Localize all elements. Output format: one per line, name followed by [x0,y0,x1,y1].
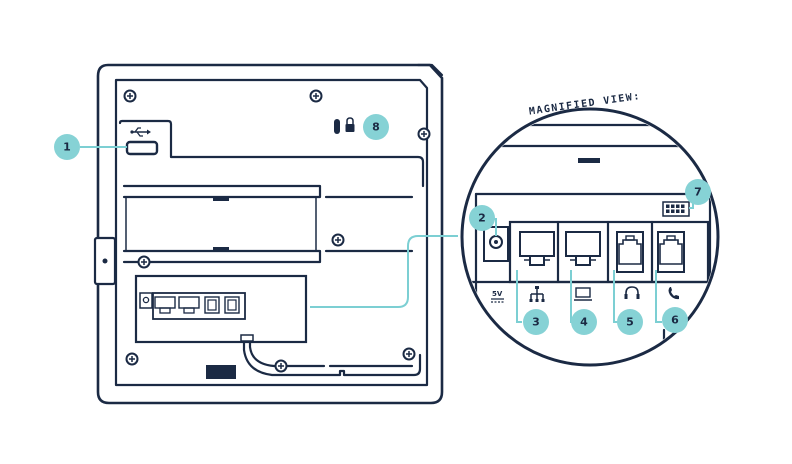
screw-icon [417,127,431,141]
callout-8: 8 [363,114,389,140]
handset-port [657,231,685,273]
mini-network-port [154,296,176,314]
callout-1: 1 [54,134,80,160]
power-port [483,226,509,262]
rear-port-panel [134,274,308,344]
mini-headset-port [204,296,220,314]
phone-body [96,63,444,405]
network-port [519,231,555,266]
computer-icon [574,287,592,301]
svg-text:7: 7 [694,186,702,199]
power-label: 5V [491,290,504,303]
phone-icon [668,287,679,300]
stand-rails [122,184,414,264]
callout-5: 5 [617,309,643,335]
screw-icon [137,255,151,269]
screws [123,89,431,373]
callout-6: 6 [662,307,688,333]
svg-text:5: 5 [626,316,634,329]
callout-2: 2 [469,205,495,231]
svg-text:3: 3 [532,316,540,329]
svg-text:8: 8 [372,121,380,134]
network-icon [529,286,545,302]
screw-icon [309,89,323,103]
usb-housing [118,119,425,188]
screw-icon [123,89,137,103]
headset-icon [624,286,640,299]
side-hinge [93,236,117,286]
headset-port [616,231,644,273]
screw-icon [331,233,345,247]
svg-text:2: 2 [478,212,486,225]
pc-port [565,231,601,266]
bottom-slot [206,365,236,379]
mini-power-port [139,292,153,309]
svg-text:5V: 5V [492,290,503,298]
usb-icon [130,127,151,137]
svg-text:1: 1 [63,141,71,154]
screw-icon [125,352,139,366]
callout-7: 7 [685,179,711,205]
leader-lines [80,146,458,308]
screw-icon [274,359,288,373]
mini-pc-port [178,296,200,314]
cable-channel [240,334,422,377]
lock-slot [334,119,340,134]
expansion-port [662,201,690,217]
lock-icon [345,117,355,132]
security-lock [334,117,355,134]
svg-text:4: 4 [580,316,588,329]
screw-icon [402,347,416,361]
callout-4: 4 [571,309,597,335]
svg-text:6: 6 [671,314,679,327]
callout-3: 3 [523,309,549,335]
usb-port [125,140,159,156]
mini-handset-port [224,296,240,314]
